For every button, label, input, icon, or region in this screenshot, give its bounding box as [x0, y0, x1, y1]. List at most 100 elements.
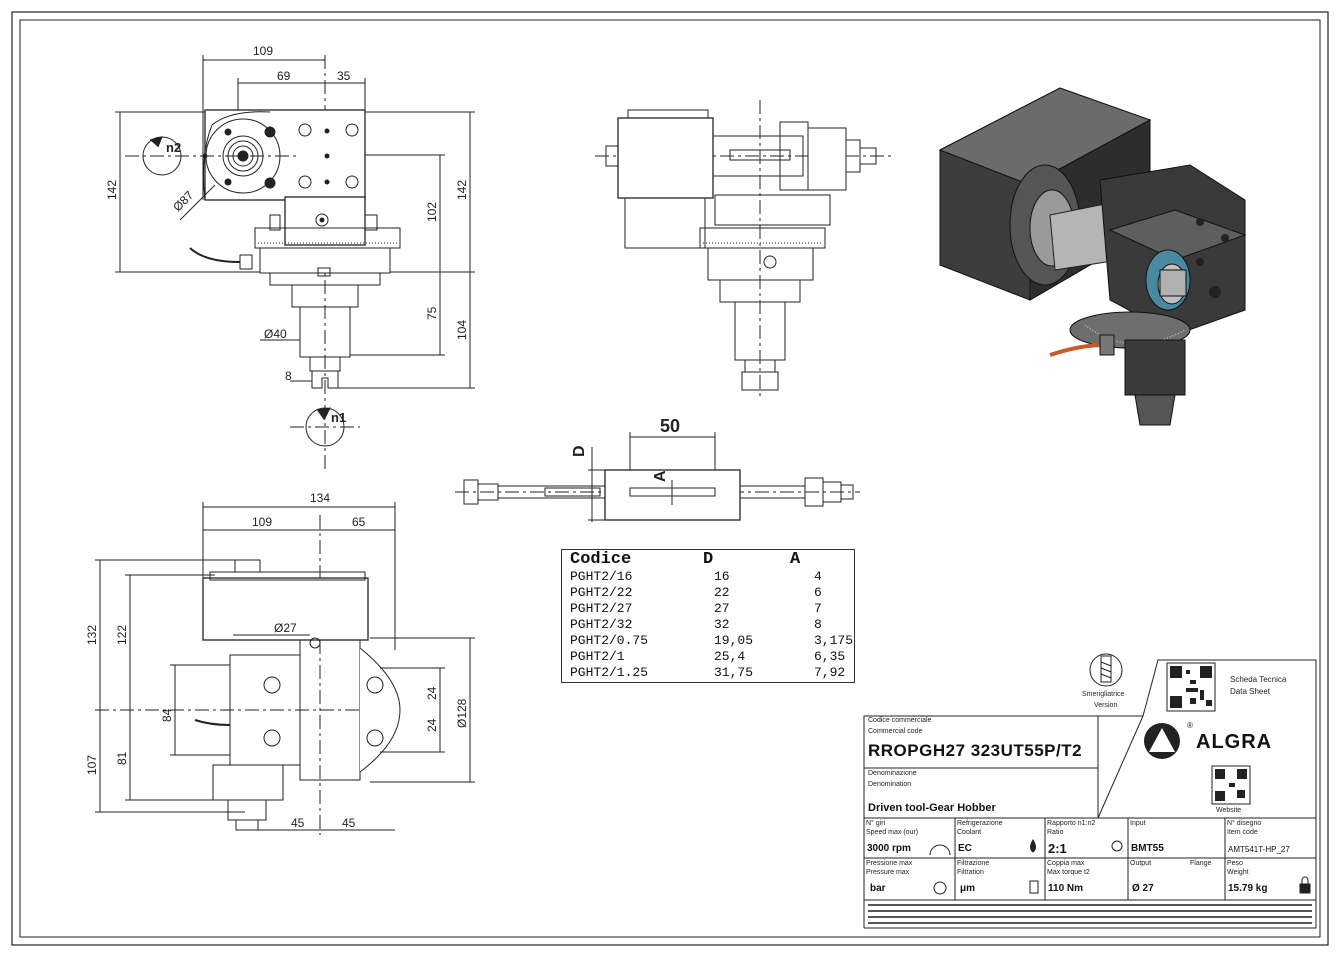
d-cell: 19,05: [714, 633, 754, 648]
weight-label-2: Weight: [1227, 869, 1249, 876]
qr-code-website: [1211, 765, 1251, 805]
cell-icons: [929, 839, 1311, 895]
speed-label-2: Speed max (our): [866, 829, 919, 836]
dim-bottom-dia27: Ø27: [274, 621, 297, 635]
speed-gauge-icon: [929, 844, 951, 856]
code-cell: PGHT2/1.25: [570, 665, 649, 680]
algra-logo: [1144, 723, 1180, 759]
speed-value: 3000 rpm: [867, 843, 911, 854]
datasheet-label-2: Data Sheet: [1230, 687, 1271, 696]
speed-label-1: N° giri: [866, 820, 886, 827]
pressure-gauge-icon: [933, 881, 947, 895]
code-table-row: PGHT2/1 25,4 6,35: [562, 649, 854, 665]
a-cell: 8: [814, 617, 822, 632]
dim-bottom-65: 65: [352, 515, 366, 529]
torque-value: 110 Nm: [1048, 883, 1084, 894]
a-cell: 4: [814, 569, 822, 584]
dim-front-dia87: Ø87: [170, 188, 196, 214]
d-cell: 25,4: [714, 649, 746, 664]
ratio-label-2: Ratio: [1047, 829, 1064, 836]
pressure-value: bar: [870, 883, 886, 894]
a-cell: 6,35: [814, 649, 846, 664]
denomination-label-en: Denomination: [868, 781, 912, 788]
code-table-header-codice: Codice: [570, 550, 632, 569]
filtration-label-1: Filtrazione: [957, 860, 990, 867]
website-label: Website: [1216, 807, 1242, 814]
drawing-label-2: Item code: [1227, 829, 1258, 836]
denomination: Driven tool-Gear Hobber: [868, 802, 996, 814]
filter-icon: [1029, 880, 1039, 894]
coolant-value: EC: [958, 843, 972, 854]
qr-code-datasheet: [1166, 662, 1216, 712]
front-view-dims: 109 69 35 142 142 102 75 104 Ø40 Ø87 8 n…: [105, 44, 469, 425]
gear-icon: [1111, 840, 1123, 852]
dim-bottom-109: 109: [252, 515, 272, 529]
a-cell: 6: [814, 585, 822, 600]
code-table-header-a: A: [790, 550, 801, 569]
bottom-view: [95, 502, 475, 835]
brand-mark: ®: [1187, 721, 1193, 730]
dim-bottom-132: 132: [85, 625, 99, 645]
ratio-value: 2:1: [1048, 841, 1067, 856]
flange-label: Flange: [1190, 860, 1212, 867]
hobber-detail: [455, 432, 860, 522]
label-n1: n1: [331, 410, 346, 425]
filtration-value: μm: [960, 883, 976, 894]
code-cell: PGHT2/16: [570, 569, 633, 584]
dim-front-69: 69: [277, 69, 291, 83]
dim-bottom-81: 81: [115, 751, 129, 765]
dim-front-109: 109: [253, 44, 273, 58]
commercial-code: RROPGH27 323UT55P/T2: [868, 741, 1083, 760]
dim-front-8: 8: [285, 369, 292, 383]
d-cell: 31,75: [714, 665, 754, 680]
code-table-row: PGHT2/22 22 6: [562, 585, 854, 601]
dim-hobber-50: 50: [660, 416, 680, 436]
dim-bottom-122: 122: [115, 625, 129, 645]
commercial-code-label-en: Commercial code: [868, 728, 923, 735]
dim-bottom-134: 134: [310, 491, 330, 505]
pressure-label-2: Pressure max: [866, 869, 910, 876]
outer-frame: [11, 11, 1329, 946]
torque-label-1: Coppia max: [1047, 860, 1085, 867]
weight-value: 15.79 kg: [1228, 883, 1268, 894]
lock-shackle-icon: [1301, 876, 1309, 884]
label-hobber-a: A: [652, 470, 669, 482]
d-cell: 27: [714, 601, 730, 616]
label-n2: n2: [166, 140, 181, 155]
label-hobber-d: D: [571, 445, 588, 457]
inner-frame: [19, 19, 1321, 938]
code-cell: PGHT2/1: [570, 649, 625, 664]
title-block-lines: [863, 659, 1317, 929]
output-label: Output: [1130, 860, 1152, 867]
front-view: [115, 55, 475, 470]
input-label: Input: [1130, 820, 1146, 827]
hobber-labels: 50 D A: [571, 416, 680, 482]
dim-front-142-left: 142: [105, 180, 119, 200]
code-table-header-d: D: [703, 550, 714, 569]
d-cell: 22: [714, 585, 730, 600]
code-cell: PGHT2/0.75: [570, 633, 649, 648]
dim-bottom-dia128: Ø128: [455, 698, 469, 728]
a-cell: 7,92: [814, 665, 846, 680]
output-value: Ø 27: [1132, 883, 1154, 894]
drawing-value: AMT541T-HP_27: [1228, 845, 1290, 854]
weight-label-1: Peso: [1227, 860, 1243, 867]
code-table-row: PGHT2/1.25 31,75 7,92: [562, 665, 854, 681]
filtration-label-2: Filtration: [957, 869, 984, 876]
dim-front-dia40: Ø40: [264, 327, 287, 341]
dim-front-142-right: 142: [455, 180, 469, 200]
datasheet-label-1: Scheda Tecnica: [1230, 675, 1287, 684]
grinder-icon: [1089, 653, 1123, 687]
code-cell: PGHT2/22: [570, 585, 633, 600]
top-side-view: [595, 100, 895, 400]
input-value: BMT55: [1131, 843, 1164, 854]
denomination-label-it: Denominazione: [868, 770, 917, 777]
dim-bottom-84: 84: [160, 708, 174, 722]
dim-front-35: 35: [337, 69, 351, 83]
pressure-label-1: Pressione max: [866, 860, 913, 867]
